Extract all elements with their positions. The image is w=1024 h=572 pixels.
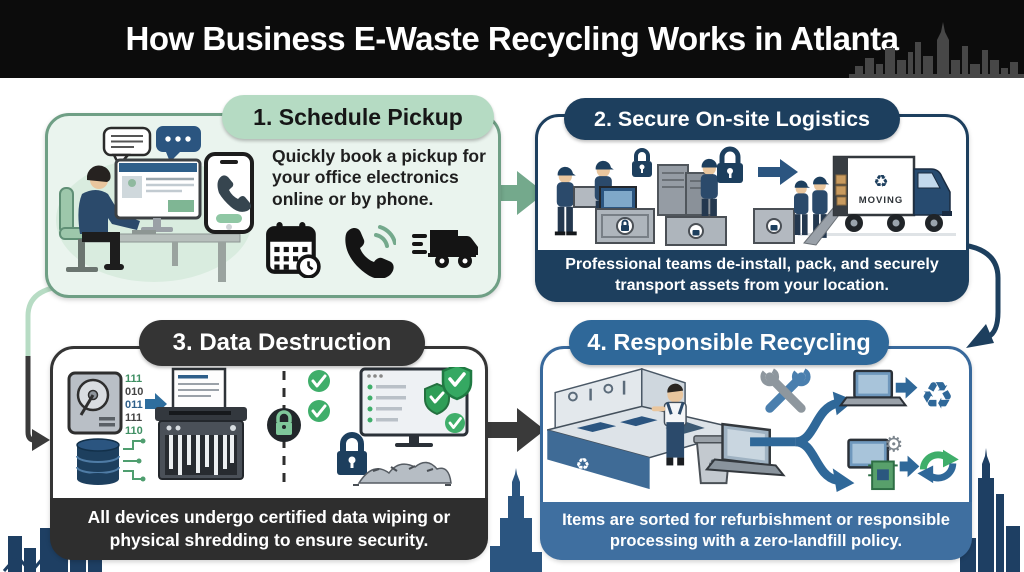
step1-icon-row	[264, 222, 478, 278]
header-band: How Business E-Waste Recycling Works in …	[0, 0, 1024, 78]
step3-panel: 3. Data Destruction 111 010 011 111 110	[50, 320, 488, 560]
page-title: How Business E-Waste Recycling Works in …	[125, 20, 899, 57]
svg-text:111: 111	[125, 373, 142, 385]
branching-arrows	[750, 391, 855, 493]
check-circle-icon-3	[445, 413, 465, 433]
binary-code: 111 010 011 111 110	[125, 373, 143, 437]
step1-title-pill: 1. Schedule Pickup	[222, 95, 494, 139]
svg-text:110: 110	[125, 425, 143, 437]
monitor-icon	[114, 158, 202, 234]
step2-caption: Professional teams de-install, pack, and…	[535, 250, 969, 302]
person-at-desk	[78, 165, 140, 270]
svg-text:010: 010	[125, 386, 143, 398]
server-towers	[657, 164, 713, 216]
navy-padlock-icon	[337, 432, 367, 475]
skyline-middle-tower-icon	[490, 468, 542, 572]
svg-text:111: 111	[125, 412, 142, 424]
crate-with-lock-2	[665, 216, 727, 246]
packed-monitor	[599, 186, 637, 212]
svg-text:011: 011	[125, 399, 143, 411]
step4-panel: 4. Responsible Recycling ♻	[540, 320, 972, 560]
moving-truck-icon: ♻ MOVING	[832, 155, 952, 232]
check-circle-icon-1	[308, 370, 330, 392]
sorting-workbench: ♻	[547, 367, 748, 490]
step1-description: Quickly book a pickup for your office el…	[272, 146, 486, 209]
phone-call-icon	[345, 225, 396, 278]
speech-bubble-icon	[102, 126, 152, 168]
recycle-symbol-icon: ♻	[920, 374, 954, 416]
step4-title-pill: 4. Responsible Recycling	[569, 320, 889, 365]
recycle-icon: ♻	[576, 456, 590, 473]
step3-caption: All devices undergo certified data wipin…	[50, 498, 488, 560]
step3-illustration: 111 010 011 111 110	[67, 367, 473, 486]
delivery-truck-icon	[412, 230, 478, 268]
gear-icon: ⚙	[884, 432, 903, 457]
step4-illustration: ♻ ♻	[547, 367, 959, 493]
worker-4	[794, 180, 810, 235]
arrow-to-recycle	[895, 376, 918, 399]
circular-arrows-icon	[917, 449, 959, 484]
chat-dots-bubble-icon	[156, 126, 201, 162]
padlock-icon-small	[632, 148, 652, 177]
laptop-refurbish-icon	[838, 369, 908, 407]
step1-illustration	[56, 126, 254, 282]
step2-illustration: ♻ MOVING	[554, 146, 956, 246]
check-circle-icon-2	[308, 400, 330, 422]
arrow-to-truck	[758, 159, 798, 185]
calendar-clock-icon	[266, 222, 321, 278]
database-icon	[76, 438, 146, 485]
step1-panel: 1. Schedule Pickup	[45, 95, 501, 298]
crate-with-lock-3	[753, 208, 795, 244]
crate-with-lock-1	[595, 208, 655, 244]
technician-person	[651, 383, 687, 466]
shredded-pile	[353, 461, 452, 486]
smartphone-icon	[204, 152, 254, 234]
arrow-step1-to-step2	[483, 171, 545, 215]
padlock-icon-large	[717, 146, 743, 183]
secure-monitor-icon	[359, 367, 473, 447]
skyline-bottom-right-icon	[960, 448, 1020, 572]
step2-title-pill: 2. Secure On-site Logistics	[564, 98, 900, 140]
padlock-badge-icon	[267, 408, 301, 442]
crossed-tools-icon	[760, 367, 811, 413]
shredder-icon	[155, 367, 247, 480]
monitor-parts-icon: ⚙	[847, 432, 903, 491]
hard-drive-icon	[67, 371, 123, 435]
worker-1	[554, 166, 577, 236]
data-flow-arrow	[145, 393, 167, 415]
truck-label: MOVING	[859, 195, 904, 206]
arrow-to-circular	[899, 455, 920, 478]
arrow-step3-to-step4	[483, 408, 545, 452]
step2-panel: 2. Secure On-site Logistics	[535, 98, 969, 302]
laptop-large	[704, 422, 786, 477]
connector-step2-to-step4	[951, 241, 1001, 348]
recycle-icon: ♻	[873, 172, 888, 191]
step4-caption: Items are sorted for refurbishment or re…	[540, 502, 972, 560]
worker-3	[698, 158, 721, 228]
atlanta-skyline-header-icon	[849, 22, 1024, 78]
step3-title-pill: 3. Data Destruction	[139, 320, 425, 366]
